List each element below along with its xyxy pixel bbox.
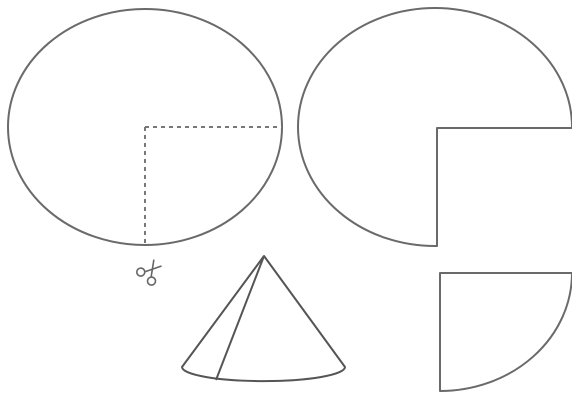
- paper-cone: [182, 256, 345, 381]
- quarter-circle-piece: [440, 273, 572, 391]
- full-paper-circle-group: [8, 9, 282, 245]
- scissors-icon: [135, 256, 166, 287]
- cone-outline: [182, 256, 345, 381]
- three-quarter-circle: [298, 8, 572, 246]
- cone-seam-line: [216, 256, 264, 380]
